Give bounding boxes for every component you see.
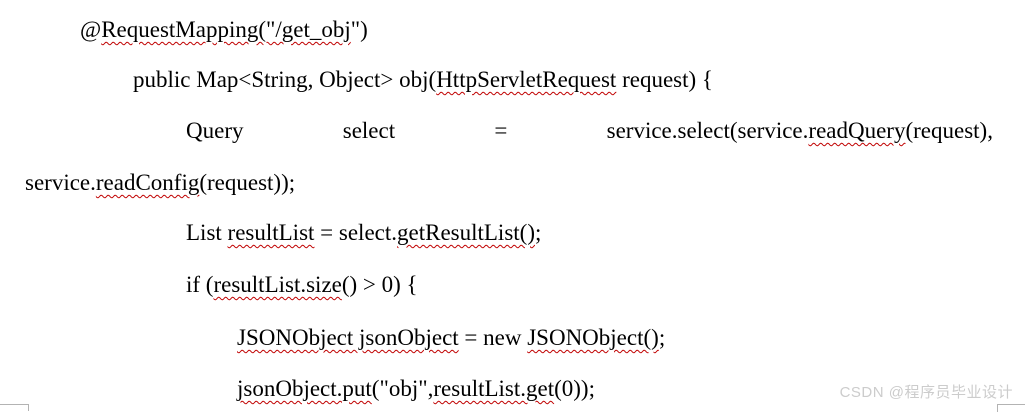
misspelled-code-text: resultList (227, 220, 315, 245)
misspelled-code-text: readQuery (808, 118, 906, 143)
misspelled-code-text: jsonObject.put (237, 376, 372, 401)
code-text: public Map<String, Object> obj( (133, 67, 437, 92)
code-token-group: JSONObject jsonObject = new JSONObject()… (237, 325, 665, 350)
code-text: (0)); (554, 376, 595, 401)
code-line: service.readConfig(request)); (25, 169, 295, 196)
misspelled-code-text: resultList.size (213, 272, 342, 297)
code-line: Query select = service.select(service.readQ… (186, 117, 993, 144)
code-text: Query (186, 118, 244, 143)
code-line: public Map<String, Object> obj(HttpServl… (133, 66, 713, 93)
misspelled-code-text: getResultList() (397, 220, 535, 245)
code-token-group: if (resultList.size() > 0) { (186, 272, 418, 297)
code-text: ("obj", (371, 376, 434, 401)
code-text: service. (25, 170, 96, 195)
code-text: () > 0) { (341, 272, 418, 297)
code-text: @ (80, 17, 102, 42)
code-token-group: service.readConfig(request)); (25, 170, 295, 195)
code-text: = (494, 118, 508, 143)
code-line: JSONObject jsonObject = new JSONObject()… (237, 324, 665, 351)
code-text: ; (534, 220, 542, 245)
code-token-group: List resultList = select.getResultList()… (186, 220, 541, 245)
misspelled-code-text: resultList.get (433, 376, 555, 401)
code-token-group: jsonObject.put("obj",resultList.get(0)); (237, 376, 595, 401)
code-text: (request), (905, 118, 993, 143)
misspelled-code-text: RequestMapping("/get_obj (101, 17, 351, 42)
code-text: service.select(service. (606, 118, 809, 143)
csdn-watermark: CSDN @程序员毕业设计 (839, 384, 1013, 401)
code-text: ; (658, 325, 666, 350)
code-token-group: select (343, 117, 395, 144)
code-token-group: = (494, 117, 507, 144)
table-corner-bottom-left (0, 404, 29, 411)
code-token-group: public Map<String, Object> obj(HttpServl… (133, 67, 713, 92)
code-token-group: @RequestMapping("/get_obj") (80, 17, 368, 42)
misspelled-code-text: HttpServletRequest (436, 67, 617, 92)
code-text: List (186, 220, 228, 245)
table-corner-bottom-right (997, 404, 1025, 412)
code-text: select (342, 118, 396, 143)
code-text: if ( (186, 272, 214, 297)
code-line: @RequestMapping("/get_obj") (80, 16, 368, 43)
code-text: = select. (314, 220, 397, 245)
code-token-group: service.select(service.readQuery(request… (607, 117, 993, 144)
misspelled-code-text: JSONObject jsonObject (237, 325, 459, 350)
code-line: List resultList = select.getResultList()… (186, 219, 541, 246)
code-line: jsonObject.put("obj",resultList.get(0)); (237, 375, 595, 402)
code-text: = new (458, 325, 528, 350)
misspelled-code-text: JSONObject() (527, 325, 659, 350)
code-token-group: Query (186, 117, 243, 144)
misspelled-code-text: readConfig (95, 170, 200, 195)
code-line: if (resultList.size() > 0) { (186, 271, 418, 298)
code-text: ") (350, 17, 368, 42)
code-text: (request)); (199, 170, 296, 195)
code-text: request) { (616, 67, 713, 92)
